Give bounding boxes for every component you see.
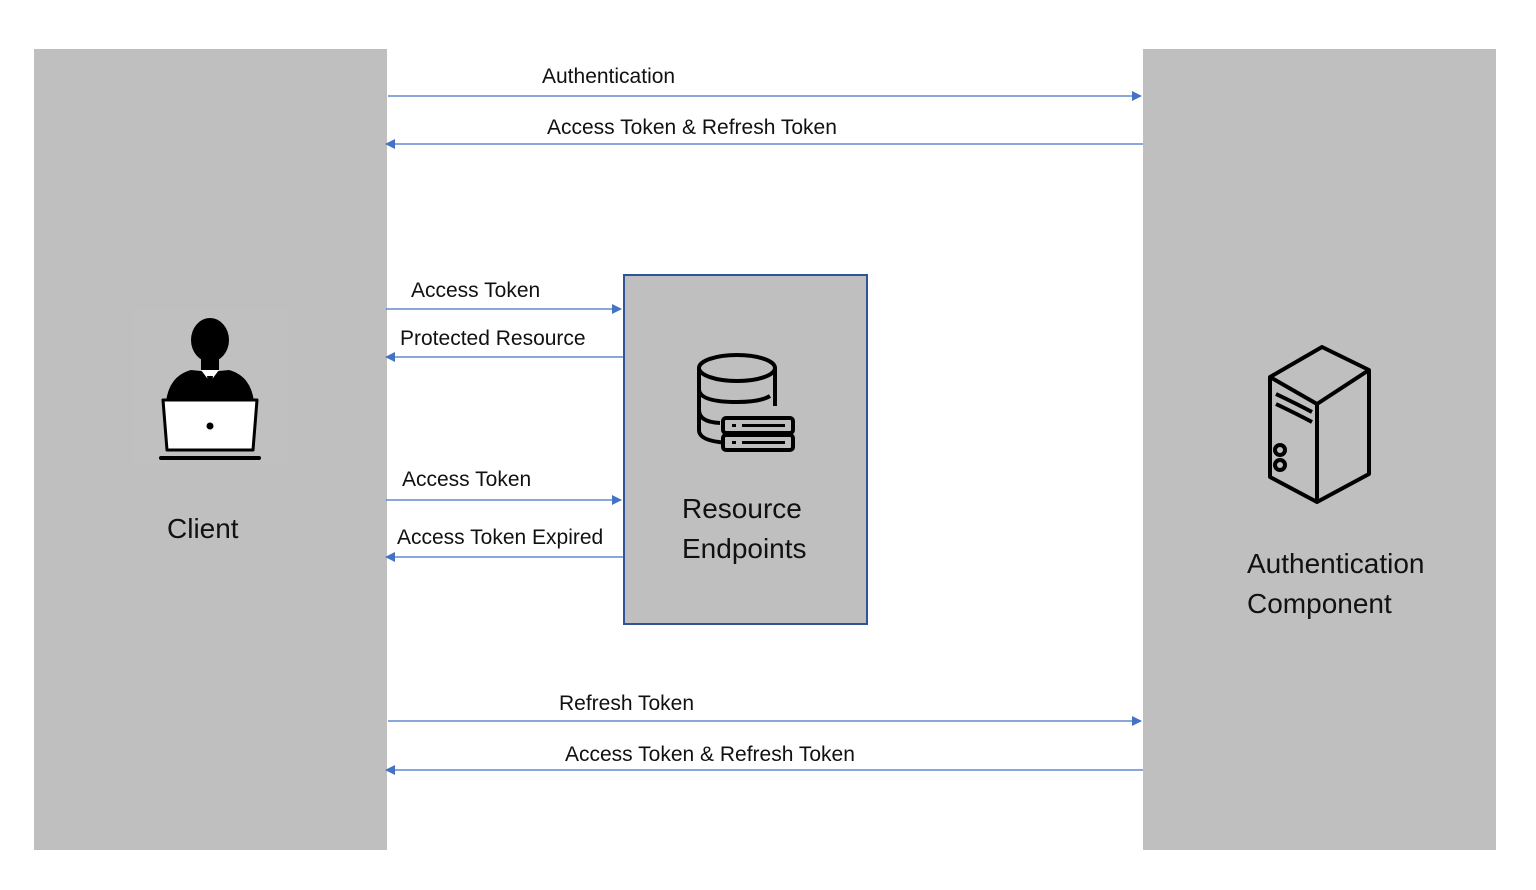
client-label: Client <box>167 509 239 549</box>
flow-label-access-token-2: Access Token <box>402 468 532 491</box>
auth-label-line1: Authentication <box>1247 548 1425 579</box>
flow-label-tokens-returned: Access Token & Refresh Token <box>547 116 837 139</box>
flow-label-authentication: Authentication <box>542 65 676 88</box>
resource-label-line1: Resource <box>682 493 802 524</box>
client-label-text: Client <box>167 513 239 544</box>
flow-label-access-token-1: Access Token <box>411 279 541 302</box>
flow-label-token-expired: Access Token Expired <box>397 526 604 549</box>
auth-component-block <box>1143 49 1496 850</box>
resource-endpoints-label: Resource Endpoints <box>682 489 807 569</box>
auth-label-line2: Component <box>1247 588 1392 619</box>
auth-component-label: Authentication Component <box>1247 544 1424 624</box>
flow-label-new-tokens-returned: Access Token & Refresh Token <box>565 743 855 766</box>
flow-label-refresh-token: Refresh Token <box>559 692 695 715</box>
resource-endpoints-block <box>623 274 868 625</box>
resource-label-line2: Endpoints <box>682 533 807 564</box>
user-laptop-icon <box>133 310 288 465</box>
database-server-icon <box>690 348 800 458</box>
flow-label-protected-resource: Protected Resource <box>400 327 586 350</box>
server-tower-icon <box>1262 342 1377 507</box>
